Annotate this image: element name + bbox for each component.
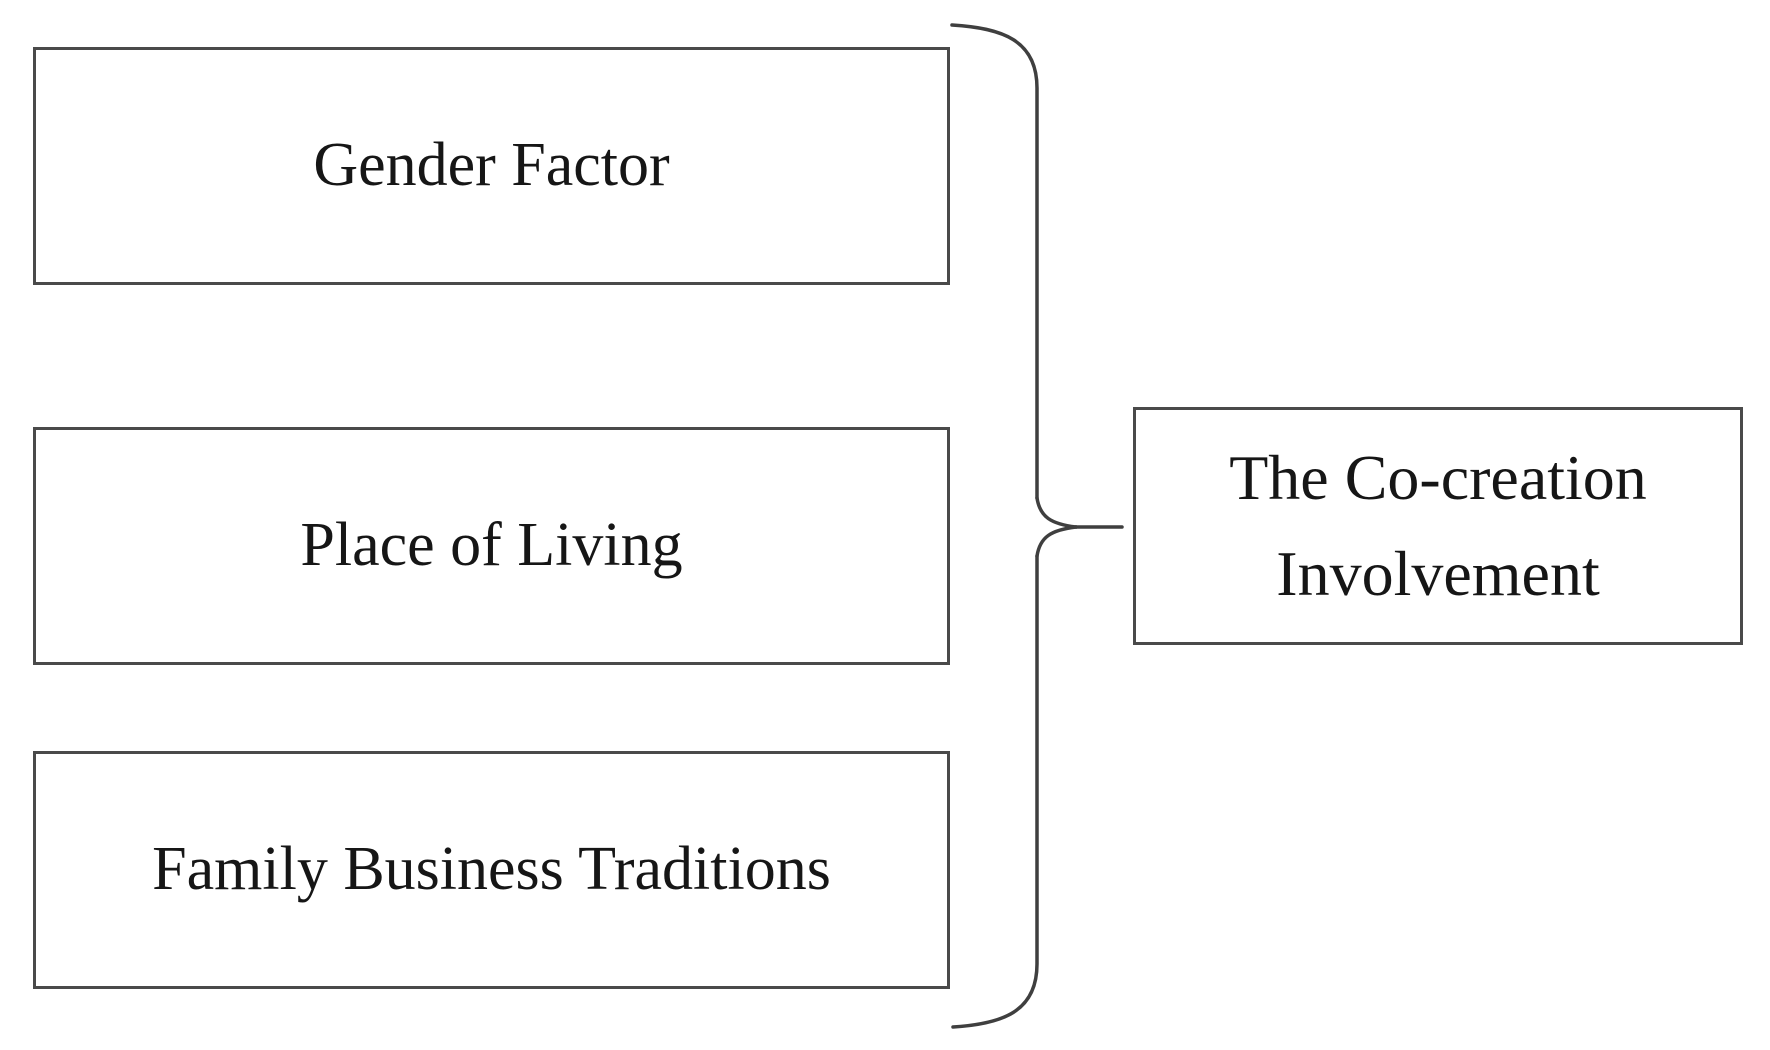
outcome-label-line2: Involvement [1276,538,1600,609]
factor-label-family-business-traditions: Family Business Traditions [152,835,831,904]
outcome-label-line1: The Co-creation [1229,442,1647,513]
curly-brace [950,23,1124,1029]
outcome-box-cocreation-involvement: The Co-creation Involvement [1133,407,1743,645]
factor-label-gender: Gender Factor [313,131,670,200]
factor-box-family-business-traditions: Family Business Traditions [33,751,950,989]
factor-box-place-of-living: Place of Living [33,427,950,665]
factor-label-place-of-living: Place of Living [300,511,683,580]
factor-box-gender: Gender Factor [33,47,950,285]
